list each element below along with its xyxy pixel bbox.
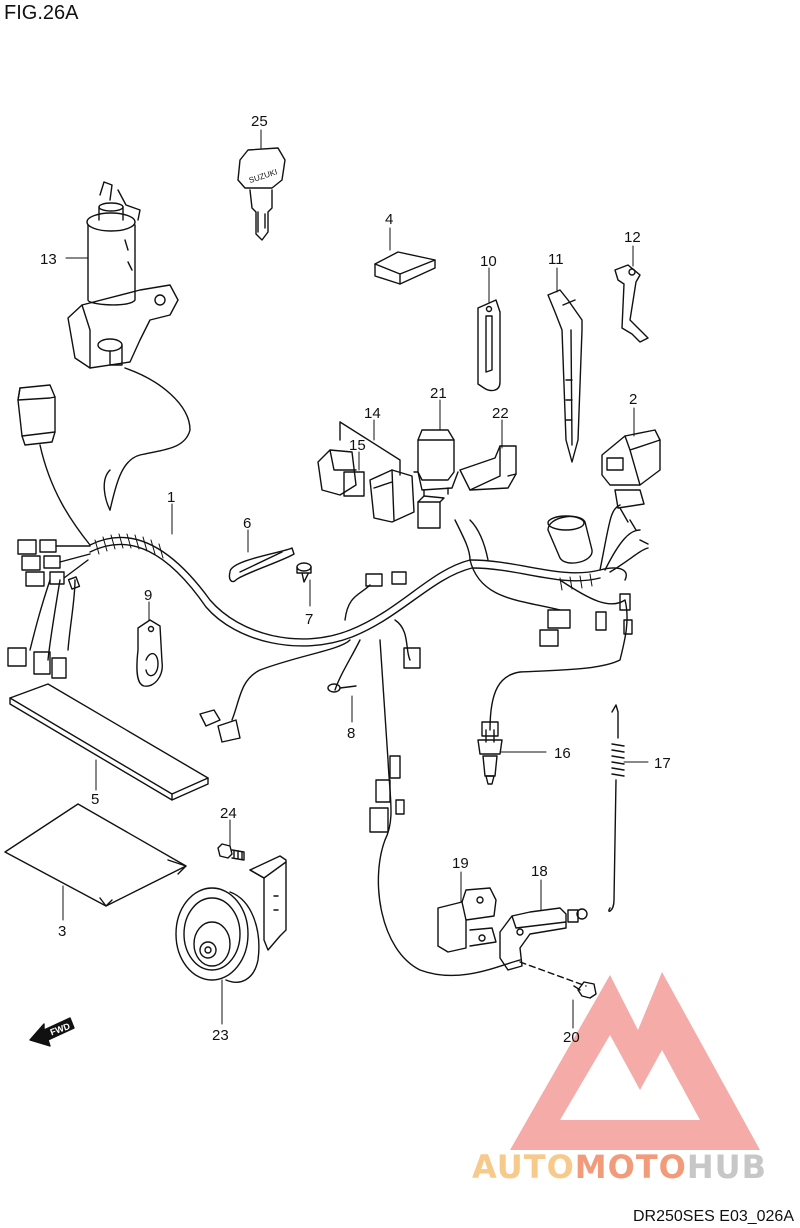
relay [413, 429, 459, 497]
left-relay-connector [17, 384, 56, 446]
neutral-switch [477, 721, 503, 785]
callout-14: 14 [364, 405, 381, 422]
left-connector-block [7, 539, 91, 679]
watermark-word-auto: AUTO [472, 1148, 575, 1186]
lower-harness-connectors [199, 571, 421, 833]
watermark-word-moto: MOTO [574, 1148, 687, 1186]
insulation-tape-sheet [9, 683, 209, 801]
rear-brake-switch [499, 907, 588, 971]
connector-group [317, 421, 445, 529]
callout-21: 21 [430, 385, 447, 402]
connector-cover [601, 429, 661, 509]
right-connectors [539, 507, 649, 647]
callout-12: 12 [624, 229, 641, 246]
main-wiring-harness [29, 367, 649, 977]
wire-clamp-lower [136, 619, 163, 687]
horn [175, 855, 287, 983]
callout-24: 24 [220, 805, 237, 822]
horn-bolt [217, 843, 245, 861]
callout-11: 11 [548, 251, 564, 268]
wire-bracket [477, 299, 501, 392]
callout-1: 1 [167, 489, 175, 506]
watermark-logo-icon [510, 972, 760, 1150]
callout-8: 8 [347, 725, 355, 742]
callout-6: 6 [243, 515, 251, 532]
ignition-key: SUZUKI [237, 147, 286, 241]
callout-25: 25 [251, 113, 268, 130]
figure-title: FIG.26A [4, 2, 79, 24]
watermark-brand: AUTOMOTOHUB [472, 1148, 767, 1186]
callout-labels: 25 13 4 10 11 12 14 15 21 22 2 1 6 7 9 8… [40, 113, 671, 1046]
callout-23: 23 [212, 1027, 229, 1044]
switch-bracket [437, 887, 497, 953]
callout-leaders [62, 129, 649, 1029]
harness-tape-wrap [94, 533, 593, 591]
key-brand-text: SUZUKI [248, 167, 279, 185]
cable-tie [547, 289, 583, 463]
callout-15: 15 [349, 437, 366, 454]
callout-16: 16 [554, 745, 571, 762]
callout-10: 10 [480, 253, 497, 270]
callout-19: 19 [452, 855, 469, 872]
ignition-switch [67, 181, 179, 369]
callout-20: 20 [563, 1029, 580, 1046]
wire-clamp [614, 264, 649, 343]
screw [296, 562, 312, 583]
fuse-holder [547, 515, 593, 564]
switch-screw [573, 981, 597, 999]
callout-7: 7 [305, 611, 313, 628]
figure-code: DR250SES E03_026A [633, 1208, 794, 1225]
callout-2: 2 [629, 391, 637, 408]
relay-bracket [459, 445, 517, 491]
callout-22: 22 [492, 405, 509, 422]
forward-direction-icon: FWD [29, 1017, 75, 1047]
callout-17: 17 [654, 755, 671, 772]
cushion-pad [374, 251, 436, 285]
screw-centerline [519, 961, 587, 987]
callout-9: 9 [144, 587, 152, 604]
callout-4: 4 [385, 211, 393, 228]
harness-clip [228, 547, 295, 583]
callout-18: 18 [531, 863, 548, 880]
callout-5: 5 [91, 791, 99, 808]
watermark-word-hub: HUB [686, 1148, 768, 1186]
callout-13: 13 [40, 251, 57, 268]
return-spring-rod [608, 704, 625, 912]
protector-sheet [4, 803, 187, 907]
callout-3: 3 [58, 923, 66, 940]
